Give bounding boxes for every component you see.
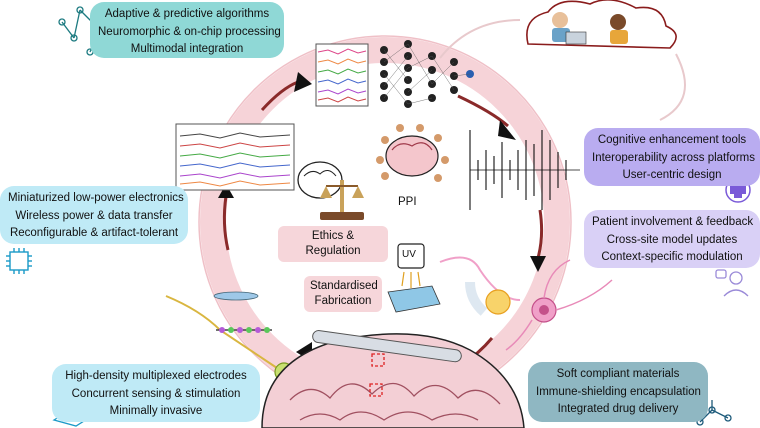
materials-item: Integrated drug delivery: [557, 403, 679, 415]
molecule-icon: [696, 400, 732, 426]
patient-feedback-box: Patient involvement & feedback Cross-sit…: [584, 210, 760, 268]
arrow-head-upper-right: [498, 120, 516, 140]
cloud-users-illustration: [439, 0, 686, 121]
arrow-head-top: [294, 72, 312, 92]
algorithms-item: Neuromorphic & on-chip processing: [98, 25, 281, 38]
ppi-label: PPI: [398, 196, 417, 208]
materials-item: Immune-shielding encapsulation: [536, 385, 701, 398]
neural-network-illustration: [315, 40, 474, 108]
fabrication-line-2: Fabrication: [314, 295, 372, 307]
chip-icon: [6, 248, 32, 274]
electronics-item: Wireless power & data transfer: [15, 209, 173, 222]
algorithms-item: Adaptive & predictive algorithms: [104, 8, 270, 20]
cognitive-tools-item: Interoperability across platforms: [592, 151, 755, 164]
patient-feedback-item: Context-specific modulation: [601, 251, 743, 263]
stimulation-waveform-illustration: [469, 130, 580, 210]
cognitive-tools-box: Cognitive enhancement tools Interoperabi…: [584, 128, 760, 186]
uv-label: UV: [402, 249, 416, 260]
cognitive-tools-item: Cognitive enhancement tools: [597, 134, 747, 146]
algorithms-item: Multimodal integration: [130, 43, 244, 55]
neuron-illustration: [439, 256, 613, 351]
patient-feedback-item: Patient involvement & feedback: [592, 216, 754, 228]
materials-item: Soft compliant materials: [556, 368, 680, 380]
electrodes-item: Minimally invasive: [109, 405, 203, 417]
electronics-box: Miniaturized low-power electronics Wirel…: [0, 186, 188, 244]
electrodes-item: Concurrent sensing & stimulation: [71, 387, 241, 400]
materials-box: Soft compliant materials Immune-shieldin…: [528, 362, 708, 422]
fabrication-line-1: Standardised: [310, 280, 378, 292]
electrodes-box: High-density multiplexed electrodes Conc…: [52, 364, 260, 422]
ppi-brain-illustration: [376, 124, 449, 182]
standardised-fabrication-label: Standardised Fabrication: [304, 276, 382, 312]
brain-illustration: [261, 330, 525, 428]
user-feedback-icon: [715, 269, 749, 297]
electronics-item: Reconfigurable & artifact-tolerant: [9, 227, 179, 239]
algorithms-box: Adaptive & predictive algorithms Neuromo…: [90, 2, 284, 58]
ethics-scales-illustration: [297, 161, 364, 220]
cognitive-tools-item: User-centric design: [622, 169, 722, 181]
patient-feedback-item: Cross-site model updates: [606, 233, 738, 246]
electrodes-item: High-density multiplexed electrodes: [65, 370, 247, 382]
uv-fabrication-illustration: [387, 243, 441, 313]
arrow-head-left: [218, 184, 234, 198]
eeg-signal-illustration: [175, 123, 295, 191]
ethics-regulation-label: Ethics & Regulation: [278, 226, 388, 262]
arrow-head-right: [530, 256, 546, 272]
electronics-item: Miniaturized low-power electronics: [8, 192, 184, 204]
